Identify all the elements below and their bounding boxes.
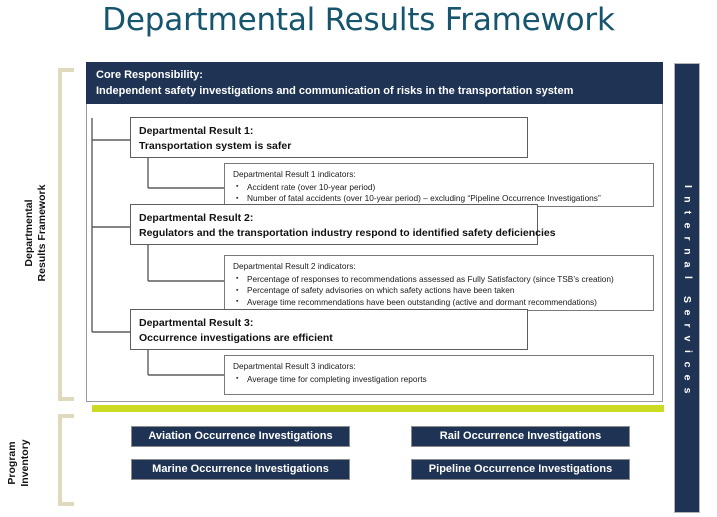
core-responsibility-banner: Core Responsibility: Independent safety … (86, 62, 663, 104)
program-box-marine[interactable]: Marine Occurrence Investigations (131, 459, 350, 480)
internal-services-letter: n (681, 195, 694, 203)
result-1-indicator-list: Accident rate (over 10-year period) Numb… (233, 181, 647, 205)
result-2-statement: Regulators and the transportation indust… (139, 227, 556, 239)
internal-services-letter: e (681, 309, 694, 315)
result-3-indicators-box[interactable]: Departmental Result 3 indicators: Averag… (224, 355, 654, 395)
bracket-program-inventory (58, 414, 74, 506)
core-responsibility-heading: Core Responsibility: (96, 69, 203, 81)
internal-services-letter: l (681, 275, 694, 279)
program-box-pipeline[interactable]: Pipeline Occurrence Investigations (411, 459, 630, 480)
result-1-heading: Departmental Result 1: (139, 125, 254, 137)
side-label-program-inventory-line2: Inventory (19, 439, 31, 487)
list-item: Percentage of responses to recommendatio… (236, 273, 647, 286)
result-1-indicators-title: Departmental Result 1 indicators: (233, 169, 356, 179)
result-2-indicators-title: Departmental Result 2 indicators: (233, 261, 356, 271)
result-3-indicator-list: Average time for completing investigatio… (233, 373, 647, 386)
green-divider (92, 405, 664, 412)
internal-services-letter: i (681, 349, 694, 353)
internal-services-letter: S (681, 295, 694, 303)
result-3-indicators-title: Departmental Result 3 indicators: (233, 361, 356, 371)
list-item: Accident rate (over 10-year period) (236, 181, 647, 194)
program-box-rail[interactable]: Rail Occurrence Investigations (411, 426, 630, 447)
page-title: Departmental Results Framework (102, 2, 615, 38)
list-item: Average time for completing investigatio… (236, 373, 647, 386)
list-item: Average time recommendations have been o… (236, 296, 647, 309)
internal-services-letter: c (681, 361, 694, 367)
internal-services-letter: r (681, 322, 694, 328)
side-label-program-inventory-line1: Program (6, 441, 18, 485)
internal-services-letter: e (681, 222, 694, 228)
side-label-framework-line2: Results Framework (36, 184, 48, 282)
result-3-heading: Departmental Result 3: (139, 317, 254, 329)
result-2-heading: Departmental Result 2: (139, 212, 254, 224)
departmental-result-1-box[interactable]: Departmental Result 1: Transportation sy… (130, 117, 528, 158)
list-item: Percentage of safety advisories on which… (236, 285, 647, 297)
departmental-result-3-box[interactable]: Departmental Result 3: Occurrence invest… (130, 309, 528, 350)
departmental-result-2-box[interactable]: Departmental Result 2: Regulators and th… (130, 204, 556, 245)
side-label-framework-line1: Departmental (23, 199, 35, 267)
list-item: Number of fatal accidents (over 10-year … (236, 193, 647, 205)
program-box-aviation[interactable]: Aviation Occurrence Investigations (131, 426, 350, 447)
internal-services-letter: e (681, 374, 694, 380)
result-2-indicator-list: Percentage of responses to recommendatio… (233, 273, 647, 309)
internal-services-letter: a (681, 261, 694, 267)
bracket-departmental-results-framework (58, 68, 74, 401)
internal-services-letter: r (681, 235, 694, 241)
result-1-statement: Transportation system is safer (139, 140, 292, 152)
internal-services-letter: v (681, 335, 694, 341)
internal-services-letter: t (681, 210, 694, 214)
result-2-indicators-box[interactable]: Departmental Result 2 indicators: Percen… (224, 255, 654, 311)
internal-services-bar[interactable]: I n t e r n a l S e r v i c e s (674, 63, 700, 513)
internal-services-letter: n (681, 247, 694, 255)
result-1-indicators-box[interactable]: Departmental Result 1 indicators: Accide… (224, 163, 654, 207)
internal-services-letter: s (681, 387, 694, 393)
result-3-statement: Occurrence investigations are efficient (139, 332, 333, 344)
core-responsibility-text: Independent safety investigations and co… (96, 85, 574, 97)
internal-services-letter: I (681, 184, 694, 188)
